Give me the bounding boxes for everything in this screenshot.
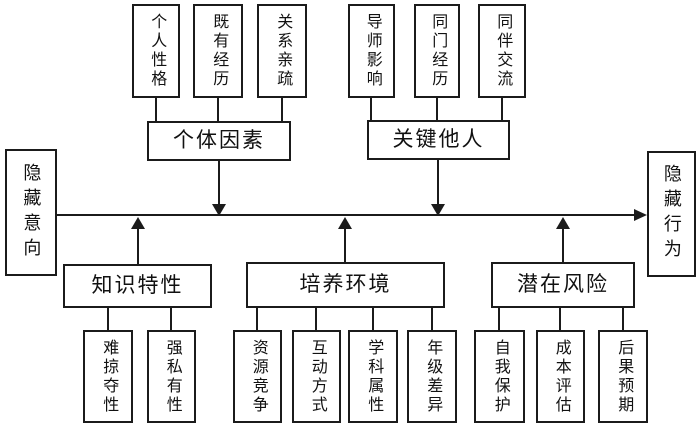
node-self-protection: 自我保护 <box>474 330 525 423</box>
connector <box>155 98 157 121</box>
connector <box>622 308 624 330</box>
arrowhead-up-icon <box>338 217 352 229</box>
node-significant-others: 关键他人 <box>367 120 510 160</box>
node-relationship-closeness: 关系亲疏 <box>257 4 307 98</box>
connector <box>315 308 317 330</box>
connector <box>370 98 372 120</box>
connector <box>217 98 219 121</box>
connector <box>501 98 503 120</box>
arrowhead-up-icon <box>556 217 570 229</box>
node-training-environment: 培养环境 <box>246 262 445 308</box>
node-peer-communication: 同伴交流 <box>478 4 526 98</box>
arrow-line <box>137 228 139 264</box>
main-flow-line <box>57 214 635 216</box>
node-hiding-intention: 隐藏意向 <box>5 149 57 276</box>
connector <box>107 308 109 330</box>
node-discipline-attribute: 学科属性 <box>348 330 398 423</box>
arrow-line <box>218 161 220 205</box>
connector <box>436 98 438 120</box>
node-strong-privacy: 强私有性 <box>147 330 196 423</box>
node-prior-experience: 既有经历 <box>193 4 243 98</box>
arrow-line <box>562 228 564 262</box>
connector <box>372 308 374 330</box>
node-mentor-influence: 导师影响 <box>348 4 395 98</box>
node-cost-evaluation: 成本评估 <box>536 330 585 423</box>
node-labmate-experience: 同门经历 <box>414 4 460 98</box>
node-personal-character: 个人性格 <box>132 4 180 98</box>
connector <box>498 308 500 330</box>
connector <box>431 308 433 330</box>
arrow-line <box>344 228 346 262</box>
arrowhead-down-icon <box>431 204 445 216</box>
arrowhead-right-icon <box>634 209 647 221</box>
node-hiding-behavior: 隐藏行为 <box>647 151 696 277</box>
connector <box>281 98 283 121</box>
node-resource-competition: 资源竞争 <box>233 330 282 423</box>
node-grade-difference: 年级差异 <box>407 330 457 423</box>
node-potential-risk: 潜在风险 <box>491 262 635 308</box>
arrowhead-down-icon <box>212 204 226 216</box>
node-individual-factors: 个体因素 <box>147 121 291 161</box>
node-consequence-expectation: 后果预期 <box>598 330 648 423</box>
arrow-line <box>437 160 439 205</box>
node-interaction-mode: 互动方式 <box>292 330 341 423</box>
connector <box>256 308 258 330</box>
connector <box>559 308 561 330</box>
connector <box>170 308 172 330</box>
arrowhead-up-icon <box>131 217 145 229</box>
node-knowledge-characteristics: 知识特性 <box>63 264 212 308</box>
node-hard-to-plunder: 难掠夺性 <box>83 330 133 423</box>
